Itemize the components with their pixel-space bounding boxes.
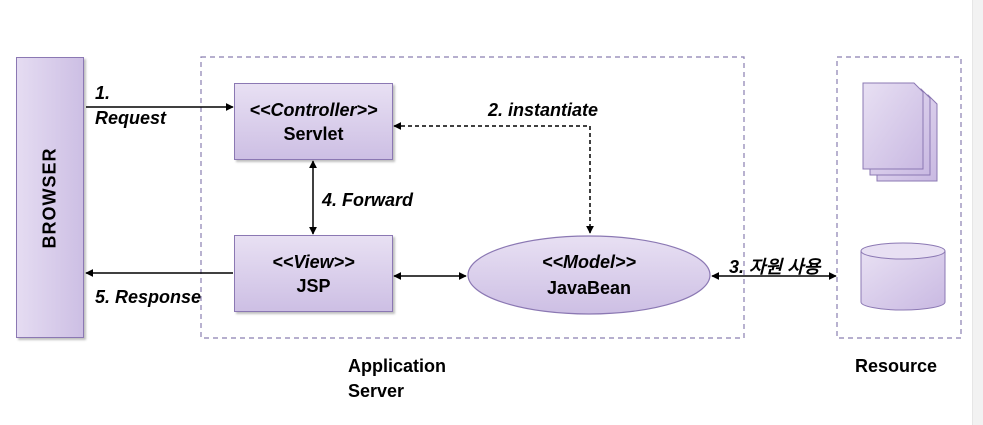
model-ellipse [467, 235, 711, 315]
view-jsp-box: <<View>> JSP [234, 235, 393, 312]
page-gutter [973, 0, 983, 425]
model-name: JavaBean [546, 278, 632, 298]
request-number-label: 1. [95, 83, 111, 103]
application-server-caption-line2: Server [348, 381, 405, 401]
resource-region [836, 56, 962, 339]
model-stereotype: <<Model>> [541, 252, 637, 272]
request-label: Request [95, 108, 167, 128]
application-server-caption: Application Server [348, 354, 446, 404]
resource-caption: Resource [855, 356, 938, 376]
forward-label: 4. Forward [322, 190, 414, 210]
document-stack-icon [862, 82, 938, 182]
instantiate-arrow [393, 122, 594, 234]
view-stereotype: <<View>> [272, 251, 355, 272]
browser-label: BROWSER [39, 147, 60, 248]
controller-stereotype: <<Controller>> [249, 99, 378, 120]
resource-use-label: 3. 자원 사용 [729, 257, 821, 277]
controller-servlet-box: <<Controller>> Servlet [234, 83, 393, 160]
database-icon [860, 242, 946, 311]
application-server-region [200, 56, 745, 339]
application-server-caption-line1: Application [348, 356, 446, 376]
instantiate-label: 2. instantiate [488, 100, 599, 120]
model-javabean: <<Model>> JavaBean [467, 235, 711, 315]
response-label: 5. Response [95, 287, 202, 307]
browser-box: BROWSER [16, 57, 84, 338]
view-name: JSP [296, 275, 331, 296]
controller-name: Servlet [283, 123, 344, 144]
